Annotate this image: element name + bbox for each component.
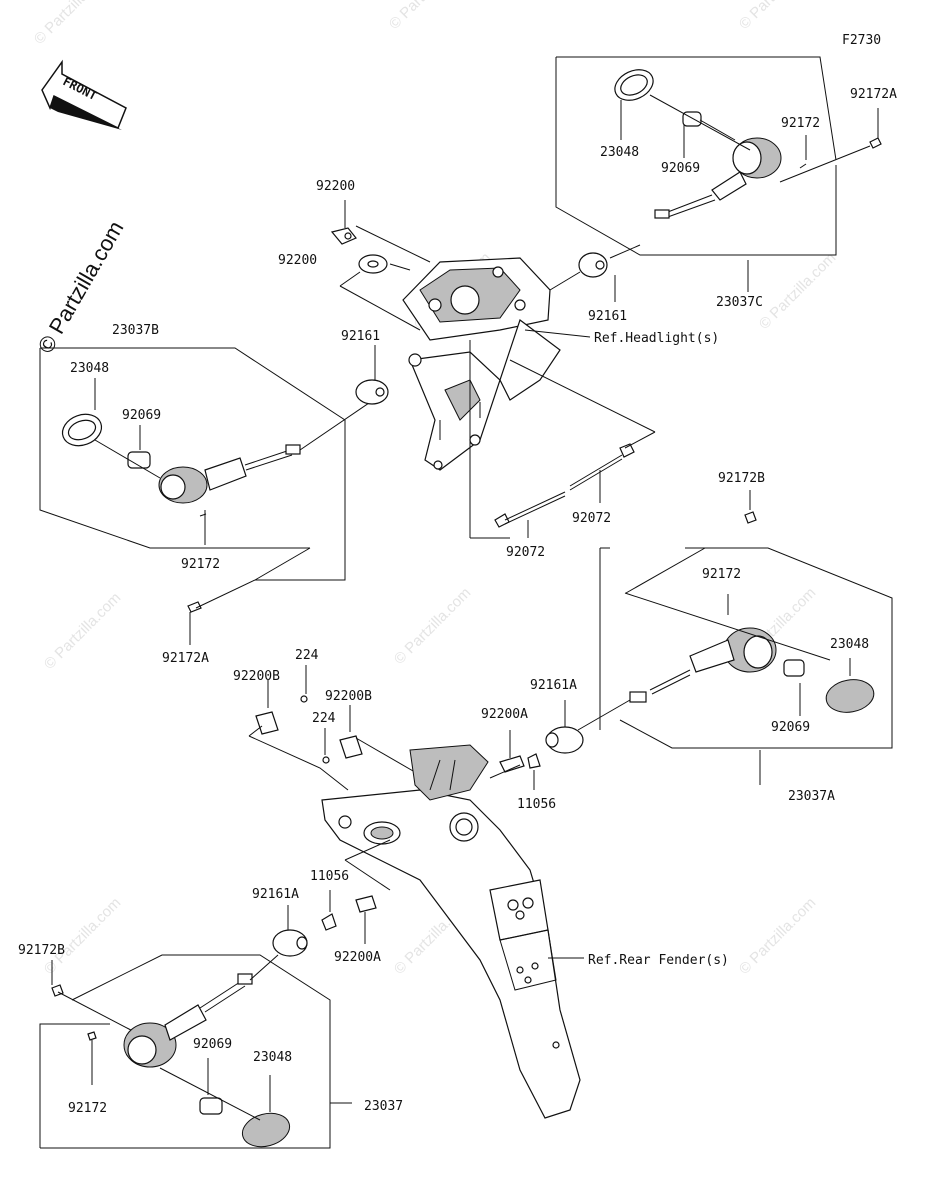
callout-92200B: 92200B [233,669,280,684]
watermark: © Partzilla.com [41,894,124,977]
callout-92200: 92200 [278,253,317,268]
turn-signal-assembly-23037 [39,905,352,1149]
callout-92069: 92069 [193,1037,232,1052]
callout-23037: 23037 [364,1099,403,1114]
watermark: © Partzilla.com [736,894,819,977]
callout-92172A: 92172A [162,651,209,666]
grommet-92161a [489,700,584,790]
callout-92161A: 92161A [530,678,577,693]
watermark: © Partzilla.com [391,584,474,667]
clip-92200a [321,839,391,944]
callout-224: 224 [295,648,319,663]
cable-tie-92072 [469,340,656,539]
callout-92161A: 92161A [252,887,299,902]
grommet-92161 [549,244,641,302]
callout-23048: 23048 [830,637,869,652]
callout-92072: 92072 [506,545,545,560]
callout-92172: 92172 [68,1101,107,1116]
callout-92069: 92069 [661,161,700,176]
ref-headlight: Ref.Headlight(s) [594,331,719,346]
washer-92200 [330,200,431,331]
callout-23037A: 23037A [788,789,835,804]
figure-code: F2730 [842,33,881,48]
callout-92200A: 92200A [334,950,381,965]
front-bracket [402,257,561,471]
watermark: © Partzilla.com [756,249,839,332]
callout-92172: 92172 [702,567,741,582]
callout-92072: 92072 [572,511,611,526]
callout-11056: 11056 [517,797,556,812]
callout-92200A: 92200A [481,707,528,722]
callout-92172A: 92172A [850,87,897,102]
front-arrow-icon: FRONT [41,59,127,130]
callout-23048: 23048 [253,1050,292,1065]
callout-92172B: 92172B [718,471,765,486]
callout-224: 224 [312,711,336,726]
watermark: © Partzilla.com [41,589,124,672]
watermark: © Partzilla.com [31,0,114,48]
turn-signal-assembly-23037c [555,56,882,256]
rear-fender [321,744,581,1119]
turn-signal-assembly-23037a [577,490,893,749]
callout-23037C: 23037C [716,295,763,310]
callout-23048: 23048 [70,361,109,376]
callout-92172B: 92172B [18,943,65,958]
turn-signal-assembly-23037b [39,345,389,645]
callout-92200B: 92200B [325,689,372,704]
callout-92069: 92069 [771,720,810,735]
callout-92172: 92172 [781,116,820,131]
callout-23048: 23048 [600,145,639,160]
clip-92200b [248,665,421,791]
callout-92200: 92200 [316,179,355,194]
callout-92069: 92069 [122,408,161,423]
watermark: © Partzilla.com [736,0,819,33]
callout-11056: 11056 [310,869,349,884]
ref-rear-fender: Ref.Rear Fender(s) [588,953,729,968]
callout-92172: 92172 [181,557,220,572]
callout-23037B: 23037B [112,323,159,338]
callout-92161: 92161 [341,329,380,344]
watermark: © Partzilla.com [386,0,469,33]
callout-92161: 92161 [588,309,627,324]
